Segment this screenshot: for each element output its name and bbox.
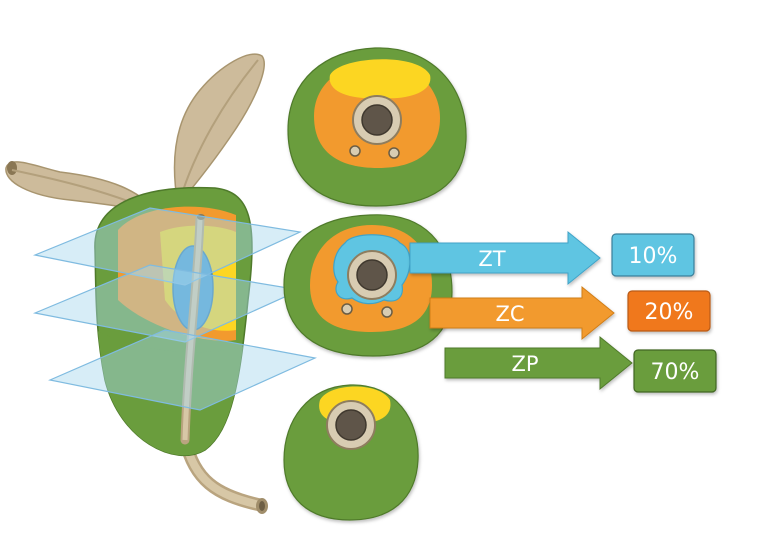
percent-zp: 70% <box>651 360 700 385</box>
percent-box-zp <box>633 349 717 393</box>
arrow-zc <box>429 285 615 341</box>
cross-section-middle <box>283 214 453 357</box>
cross-section-bottom <box>283 384 419 521</box>
slice-plane-top <box>32 207 303 286</box>
zone-zc: ZC 20% <box>429 285 711 341</box>
cross-section-top <box>287 47 467 207</box>
fruit-illustration <box>5 53 317 514</box>
percent-zt: 10% <box>629 244 678 269</box>
zone-zp: ZP 70% <box>444 335 717 393</box>
label-zc: ZC <box>495 302 524 326</box>
slice-planes <box>32 207 317 411</box>
arrow-zp <box>444 335 633 391</box>
zone-zt: ZT 10% <box>409 230 695 286</box>
label-zt: ZT <box>478 247 505 271</box>
percent-box-zt <box>611 233 695 277</box>
percent-zc: 20% <box>645 300 694 325</box>
label-zp: ZP <box>511 352 538 376</box>
percent-box-zc <box>627 290 711 332</box>
arrow-zt <box>409 230 601 286</box>
left-leaf <box>5 161 163 217</box>
upper-leaf <box>173 53 265 207</box>
slice-plane-bottom <box>48 329 317 411</box>
